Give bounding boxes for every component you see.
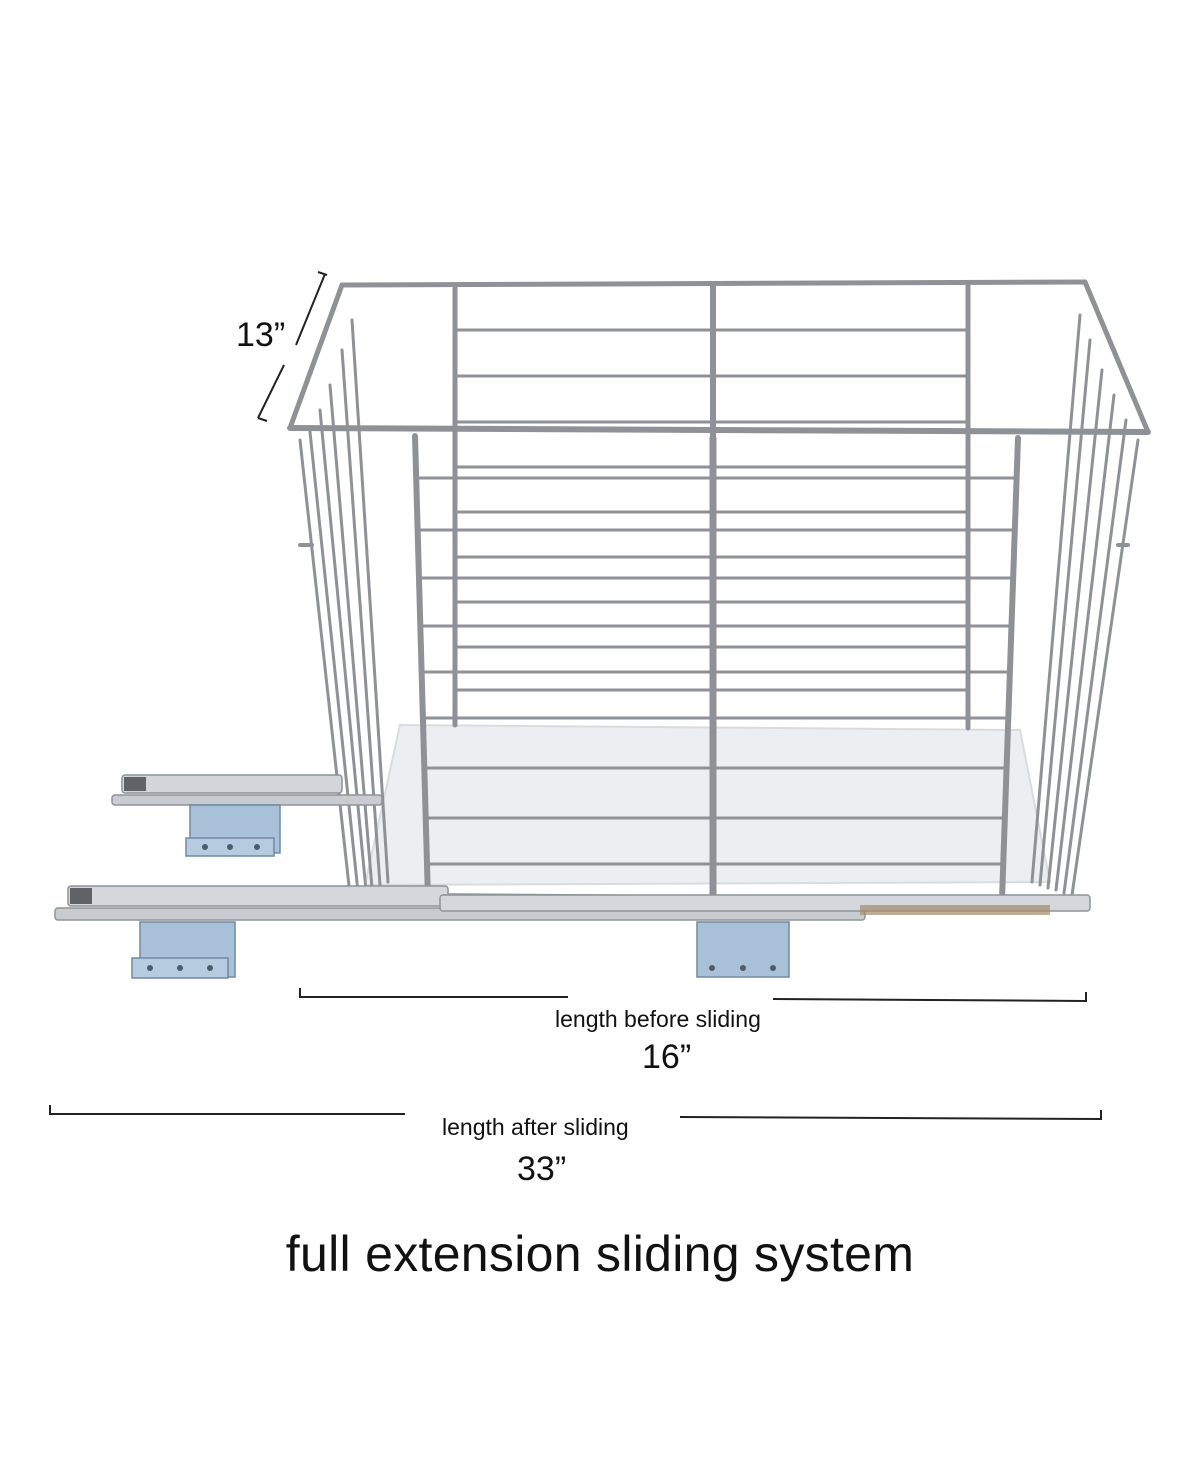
headline: full extension sliding system (285, 1226, 915, 1282)
length-after-caption: length after sliding (442, 1114, 629, 1140)
rear-slide-rail (111, 774, 383, 857)
height-dimension-line (257, 271, 328, 422)
front-slide-rail (54, 885, 1091, 979)
before-length-dimension-line (299, 988, 1087, 1003)
length-after-value: 33” (517, 1150, 567, 1188)
basket-liner (363, 723, 1052, 887)
height-value: 13” (236, 316, 286, 354)
after-length-dimension-line (49, 1105, 1102, 1121)
length-before-value: 16” (642, 1038, 692, 1076)
length-before-caption: length before sliding (555, 1006, 761, 1032)
